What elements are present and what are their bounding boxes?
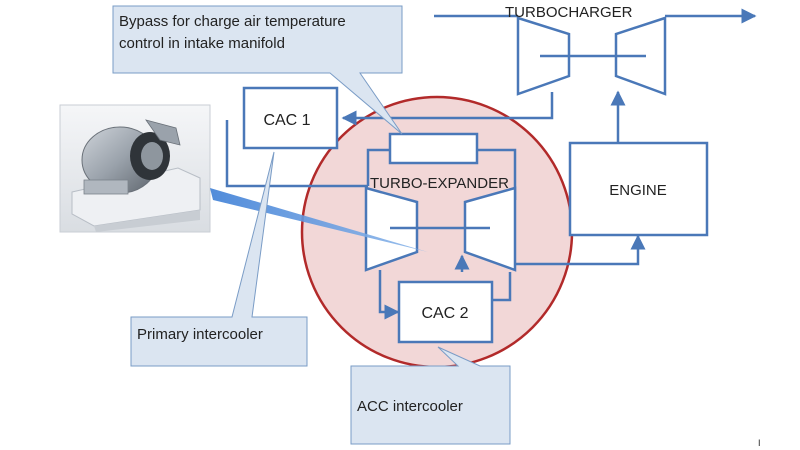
acc-intercooler-callout-shape: [350, 346, 511, 445]
bypass-callout: Bypass for charge air temperature contro…: [112, 5, 403, 135]
bypass-outlet-line: [477, 148, 517, 200]
turbocharger-label: TURBOCHARGER: [505, 4, 633, 21]
bypass-valve-box: [388, 132, 479, 165]
expander-to-cac2-line: [378, 270, 400, 320]
cac2-box: [397, 280, 494, 344]
bypass-callout-line2: control in intake manifold: [119, 35, 285, 52]
compressor-to-cac1-line: [341, 92, 554, 126]
expander-to-engine-line: [515, 234, 646, 266]
bypass-callout-line1: Bypass for charge air temperature: [119, 13, 346, 30]
primary-intercooler-callout: Primary intercooler: [130, 151, 308, 367]
primary-intercooler-callout-shape: [130, 151, 308, 367]
photo-housing-shadow: [94, 210, 200, 232]
engine-label: ENGINE: [609, 182, 667, 199]
turbo-expander-label: TURBO-EXPANDER: [370, 175, 509, 192]
turbocharger: [516, 16, 667, 96]
cac2-label: CAC 2: [421, 305, 468, 322]
acc-intercooler-callout-text: ACC intercooler: [357, 398, 463, 415]
turbo-expander-photo: [59, 104, 211, 233]
cac2-return-line: [492, 272, 512, 302]
turbo-expander: [364, 186, 517, 272]
cac1-label: CAC 1: [263, 112, 310, 129]
photo-turbo-wheel: [141, 142, 163, 170]
photo-turbo-flange: [145, 119, 181, 146]
engine-block: [568, 141, 709, 237]
primary-intercooler-callout-text: Primary intercooler: [137, 326, 263, 343]
flow-lines: [225, 8, 757, 320]
slide-mark: I: [758, 438, 761, 448]
photo-turbo-bracket: [83, 179, 129, 195]
bypass-inlet-line: [366, 148, 390, 186]
cac1-box: [242, 86, 339, 150]
bypass-callout-shape: [112, 5, 403, 135]
acc-intercooler-callout: ACC intercooler: [350, 346, 511, 445]
cac1-to-expander-line: [225, 120, 368, 188]
